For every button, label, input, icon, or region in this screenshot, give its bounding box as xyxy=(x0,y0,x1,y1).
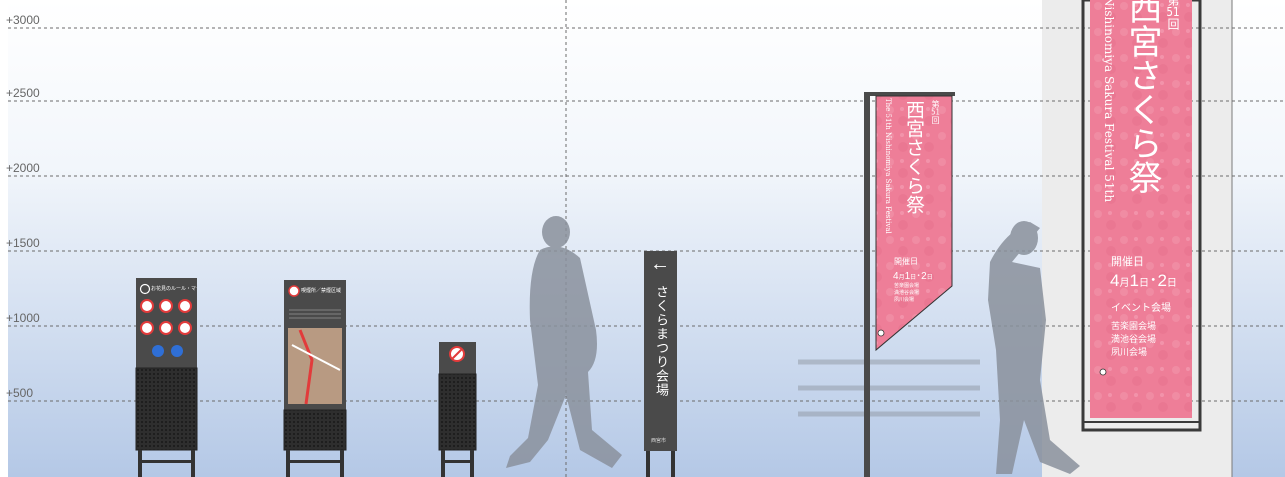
nobori-date-label: 開催日 xyxy=(894,257,918,266)
height-label-1000: +1000 xyxy=(6,311,40,325)
wall-banner-event-label: イベント会場 xyxy=(1111,303,1171,314)
direction-pole-sign xyxy=(644,251,677,477)
nobori-title: 西宮さくら祭 xyxy=(903,100,925,214)
direction-sign-footer: 西宮市 xyxy=(651,438,667,444)
no-smoking-icon xyxy=(288,285,300,297)
height-label-2000: +2000 xyxy=(6,161,40,175)
wall-banner-title: 西宮さくら祭 xyxy=(1122,0,1162,194)
info-icons xyxy=(152,345,183,357)
nobori-venue-item: 夙川会場 xyxy=(894,297,915,303)
height-label-3000: +3000 xyxy=(6,13,40,27)
wall-banner-subtitle: Nishinomiya Sakura Festival 51th xyxy=(1102,0,1116,203)
nobori-venues: 苦楽園会場 満池谷会場 夙川会場 xyxy=(894,283,919,304)
nobori-date: 4月1日･2日 xyxy=(893,271,933,282)
smoking-zone-map-sign xyxy=(283,280,347,477)
wall-banner-venues: 苦楽園会場 満池谷会場 夙川会場 xyxy=(1111,320,1156,359)
height-label-1500: +1500 xyxy=(6,236,40,250)
prohibition-icons xyxy=(140,299,192,335)
left-margin xyxy=(0,0,8,477)
height-label-2500: +2500 xyxy=(6,86,40,100)
nobori-venue-item: 苦楽園会場 xyxy=(894,283,920,289)
nobori-subtitle: The 51th Nishinomiya Sakura Festival xyxy=(884,98,892,234)
rules-manners-sign xyxy=(135,278,198,477)
standing-person-figure xyxy=(988,221,1080,474)
no-smoking-sign xyxy=(438,342,477,477)
height-label-500: +500 xyxy=(6,386,34,400)
smoking-zone-title: 喫煙所／禁煙区域 xyxy=(301,288,342,294)
wall-venue-item: 満池谷会場 xyxy=(1111,334,1157,344)
nobori-edition: 第51回 xyxy=(931,100,940,124)
nobori-banner xyxy=(864,92,955,477)
rules-sign-title: お花見のルール・マナー xyxy=(151,286,197,292)
wall-venue-item: 夙川会場 xyxy=(1111,347,1148,357)
wall-venue-item: 苦楽園会場 xyxy=(1111,321,1157,331)
wall-banner-date-label: 開催日 xyxy=(1111,256,1144,268)
motion-lines xyxy=(798,359,980,417)
direction-sign-text: さくらまつり会場 xyxy=(653,285,668,397)
arrow-left-icon: ← xyxy=(650,253,670,275)
wall-banner-edition: 第51回 xyxy=(1166,0,1180,30)
no-entry-icon xyxy=(139,283,151,295)
wall-banner-date: 4月1日･2日 xyxy=(1110,271,1177,290)
wall-banner xyxy=(1081,0,1202,432)
walking-person-figure xyxy=(506,216,622,468)
nobori-venue-item: 満池谷会場 xyxy=(894,290,920,296)
